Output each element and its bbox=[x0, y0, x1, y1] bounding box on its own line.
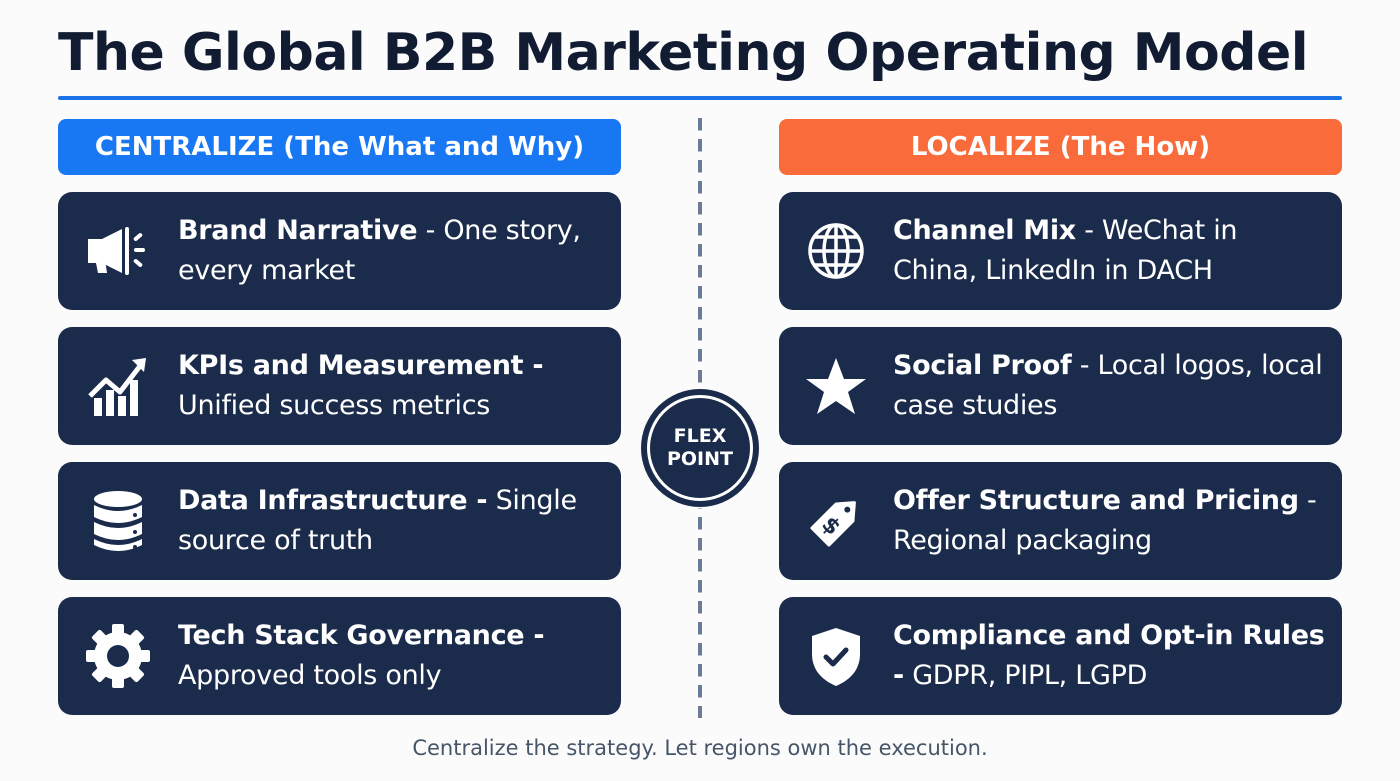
title-underline bbox=[58, 96, 1342, 100]
growth-chart-icon bbox=[58, 327, 178, 445]
footer-tagline: Centralize the strategy. Let regions own… bbox=[412, 736, 988, 760]
price-tag-icon: $ bbox=[779, 462, 893, 580]
card-brand-narrative: Brand Narrative - One story, every marke… bbox=[58, 192, 621, 310]
flex-point-line1: FLEX bbox=[673, 425, 727, 447]
card-text: Compliance and Opt-in Rules - GDPR, PIPL… bbox=[893, 620, 1325, 691]
star-icon bbox=[779, 327, 893, 445]
card-compliance-opt-in: Compliance and Opt-in Rules - GDPR, PIPL… bbox=[779, 597, 1342, 715]
card-data-infrastructure: Data Infrastructure - Single source of t… bbox=[58, 462, 621, 580]
flex-point-badge: FLEX POINT bbox=[640, 388, 760, 508]
megaphone-icon bbox=[58, 192, 178, 310]
shield-check-icon bbox=[779, 597, 893, 715]
card-social-proof: Social Proof - Local logos, local case s… bbox=[779, 327, 1342, 445]
card-text: Brand Narrative - One story, every marke… bbox=[178, 215, 581, 286]
card-text: Tech Stack Governance - Approved tools o… bbox=[178, 620, 545, 691]
card-text: Offer Structure and Pricing - Regional p… bbox=[893, 485, 1317, 556]
page-title: The Global B2B Marketing Operating Model bbox=[58, 23, 1309, 83]
database-icon bbox=[58, 462, 178, 580]
globe-icon bbox=[779, 192, 893, 310]
localize-header: LOCALIZE (The How) bbox=[779, 119, 1342, 175]
card-text: Social Proof - Local logos, local case s… bbox=[893, 350, 1323, 421]
card-text: Channel Mix - WeChat in China, LinkedIn … bbox=[893, 215, 1238, 286]
card-kpis-measurement: KPIs and Measurement - Unified success m… bbox=[58, 327, 621, 445]
card-text: KPIs and Measurement - Unified success m… bbox=[178, 350, 544, 421]
card-tech-stack-governance: Tech Stack Governance - Approved tools o… bbox=[58, 597, 621, 715]
flex-point-line2: POINT bbox=[666, 448, 733, 470]
centralize-header: CENTRALIZE (The What and Why) bbox=[58, 119, 621, 175]
gear-icon bbox=[58, 597, 178, 715]
card-channel-mix: Channel Mix - WeChat in China, LinkedIn … bbox=[779, 192, 1342, 310]
card-text: Data Infrastructure - Single source of t… bbox=[178, 485, 577, 556]
card-offer-structure-pricing: $ Offer Structure and Pricing - Regional… bbox=[779, 462, 1342, 580]
